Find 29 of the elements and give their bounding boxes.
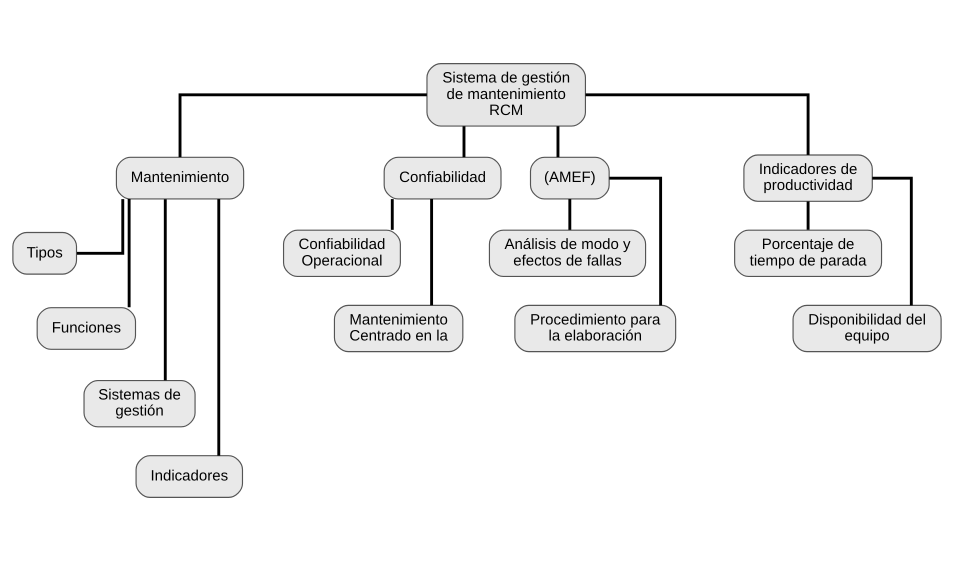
connector [390,199,394,230]
connector [872,176,913,306]
node-box: Sistema de gestión de mantenimiento RCM [426,63,586,127]
node-box: (AMEF) [530,156,610,200]
node-box: Porcentaje de tiempo de parada [734,230,882,278]
node-box: Sistemas de gestión [83,380,196,428]
connector [164,199,167,380]
connector [430,199,434,306]
node-box: Mantenimiento Centrado en la [334,304,464,352]
connector [178,93,427,158]
node-box: Procedimiento para la elaboración [514,304,676,352]
connector [806,202,810,230]
node-box: Tipos [12,232,78,275]
node-box: Confiabilidad [384,156,502,200]
node-box: Análisis de modo y efectos de fallas [488,230,646,278]
node-box: Funciones [36,307,136,350]
connector [586,93,810,155]
node-box: Mantenimiento [116,156,244,200]
node-box: Indicadores de productividad [743,154,873,202]
connector [462,126,466,158]
connector [76,199,124,255]
connector [568,199,572,230]
connector [556,126,560,158]
connector [609,176,662,306]
connector [128,199,131,308]
node-box: Confiabilidad Operacional [282,230,401,278]
node-box: Indicadores [136,455,244,498]
connector [217,199,220,456]
node-box: Disponibilidad del equipo [792,304,942,352]
